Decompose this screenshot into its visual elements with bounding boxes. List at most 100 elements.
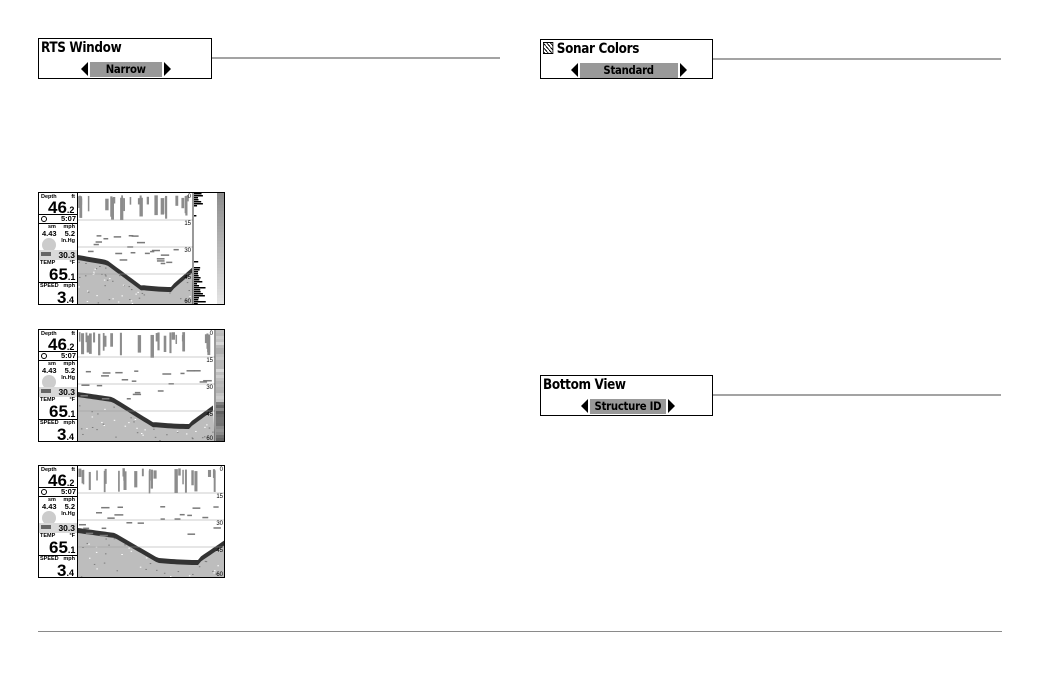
- speckle: [185, 433, 188, 435]
- fish-target: [119, 259, 128, 261]
- fish-target: [166, 261, 173, 264]
- rts-wide-bar: [216, 381, 224, 384]
- speckle: [130, 550, 133, 552]
- rts-color-strip: [217, 232, 224, 235]
- rts-color-strip: [217, 268, 224, 271]
- sonar-colors-selector[interactable]: Standard: [571, 62, 687, 78]
- speckle: [205, 561, 208, 563]
- depth-value: 46.2: [48, 471, 75, 490]
- depth-scale-label: 30: [184, 248, 191, 254]
- speckle: [96, 429, 98, 431]
- surface-clutter: [81, 333, 85, 355]
- depth-scale-label: 60: [206, 436, 213, 441]
- fish-target: [126, 522, 133, 524]
- bottom-view-menu[interactable]: Bottom View Structure ID: [540, 375, 713, 416]
- rts-color-strip: [217, 235, 224, 238]
- arrow-right-icon[interactable]: [164, 62, 171, 76]
- arrow-left-icon[interactable]: [581, 399, 588, 413]
- arrow-right-icon[interactable]: [668, 399, 675, 413]
- fish-target: [213, 506, 219, 508]
- fish-target: [85, 532, 94, 535]
- speckle: [169, 292, 171, 294]
- rts-wide-bar: [216, 372, 224, 375]
- speckle: [201, 437, 204, 439]
- speckle: [85, 262, 87, 264]
- fish-target: [115, 252, 123, 255]
- fish-target: [103, 237, 109, 240]
- speckle: [134, 418, 137, 420]
- speckle: [186, 282, 189, 284]
- surface-clutter: [123, 469, 125, 481]
- speckle: [82, 433, 84, 435]
- surface-clutter: [150, 334, 154, 358]
- surface-clutter: [78, 332, 81, 342]
- sun-icon: [42, 375, 56, 389]
- rts-window-menu[interactable]: RTS Window Narrow: [38, 38, 212, 79]
- fish-target: [160, 518, 165, 520]
- sonar-colors-menu[interactable]: Sonar Colors Standard: [540, 39, 713, 79]
- arrow-left-icon[interactable]: [81, 62, 88, 76]
- rts-bar: [194, 287, 206, 289]
- rts-color-strip: [217, 226, 224, 229]
- fish-target: [192, 507, 201, 509]
- bottom-texture: [78, 259, 193, 304]
- rts-wide-bar: [216, 405, 224, 408]
- speckle: [82, 546, 84, 548]
- surface-clutter: [119, 332, 122, 356]
- surface-clutter: [213, 470, 216, 492]
- depth-label: Depth: [41, 467, 57, 473]
- speckle: [166, 434, 168, 436]
- rts-window-value: Narrow: [90, 61, 162, 77]
- speckle: [154, 436, 157, 438]
- surface-clutter: [182, 332, 186, 352]
- speed2-unit: mph: [63, 361, 75, 367]
- speckle: [206, 424, 208, 426]
- rts-wide-bar: [216, 417, 224, 420]
- speckle: [105, 267, 107, 269]
- surface-clutter: [104, 468, 107, 484]
- depth-scale-label: 0: [220, 467, 224, 473]
- speckle: [128, 547, 130, 549]
- rts-window-selector[interactable]: Narrow: [81, 61, 171, 77]
- clock-icon: [41, 489, 47, 495]
- depth-scale-label: 15: [184, 221, 191, 227]
- pressure-unit: In.Hg: [61, 238, 75, 244]
- speckle: [214, 570, 216, 572]
- speckle: [135, 293, 137, 295]
- fish-target: [87, 250, 94, 253]
- speckle: [195, 430, 197, 432]
- surface-clutter: [171, 332, 175, 340]
- surface-clutter: [81, 470, 84, 484]
- fish-target: [96, 512, 103, 514]
- fish-target: [113, 236, 122, 238]
- speckle: [103, 424, 106, 426]
- surface-clutter: [123, 471, 127, 490]
- surface-clutter: [103, 335, 107, 347]
- surface-clutter: [93, 332, 96, 343]
- clock-value: 5:07: [60, 351, 76, 360]
- sonar-colors-value: Standard: [580, 62, 678, 78]
- rts-color-strip: [217, 280, 224, 283]
- temp-value: 65.1: [49, 538, 76, 557]
- arrow-left-icon[interactable]: [571, 63, 578, 77]
- depth-unit: ft: [71, 194, 75, 200]
- speckle: [130, 300, 133, 302]
- pressure-unit: In.Hg: [61, 375, 75, 381]
- surface-clutter: [82, 469, 85, 485]
- bottom-view-title: Bottom View: [543, 377, 626, 393]
- arrow-right-icon[interactable]: [680, 63, 687, 77]
- speckle: [86, 300, 89, 302]
- depth-scale-label: 45: [216, 548, 223, 554]
- rts-wide-bar: [216, 402, 224, 405]
- surface-clutter: [175, 195, 179, 206]
- rts-color-strip: [217, 271, 224, 274]
- bottom-view-selector[interactable]: Structure ID: [581, 398, 675, 414]
- speckle: [113, 538, 116, 540]
- surface-clutter: [111, 197, 115, 220]
- speckle: [212, 570, 214, 572]
- fish-target: [136, 241, 146, 244]
- surface-clutter: [129, 196, 132, 205]
- rts-wide-bar: [216, 438, 224, 441]
- rts-bar: [194, 201, 202, 203]
